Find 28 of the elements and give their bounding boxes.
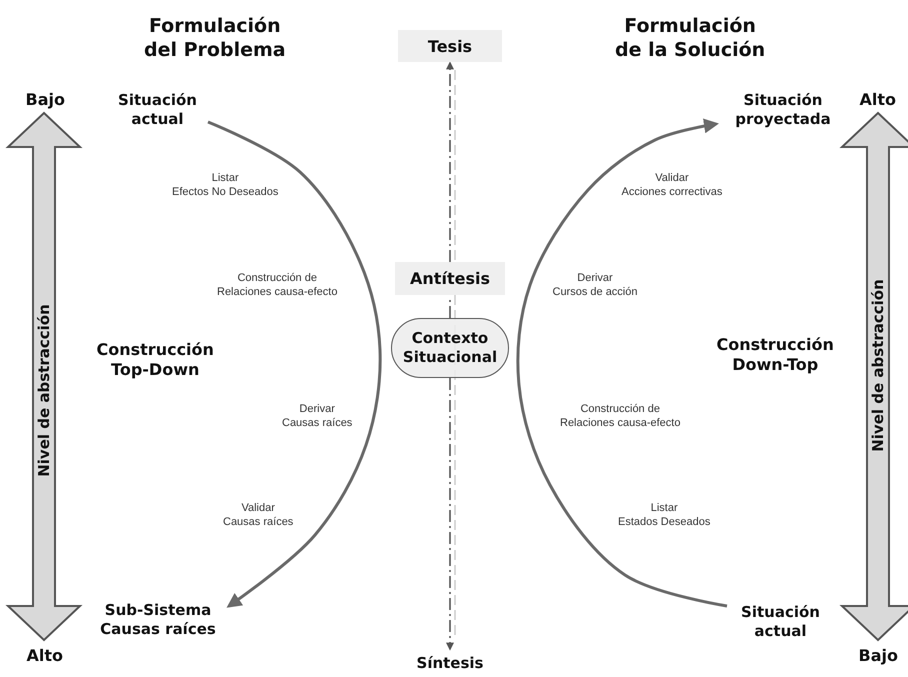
scale-label: Bajo: [858, 646, 898, 666]
scale-label: Alto: [860, 90, 896, 110]
step-label: Listar Estados Deseados: [618, 501, 710, 529]
step-label: Listar Efectos No Deseados: [172, 171, 278, 199]
section-heading: Formulación del Problema: [144, 14, 286, 62]
dash-dot-connector: [446, 378, 454, 651]
situation-label: Sub-Sistema Causas raíces: [88, 596, 228, 644]
phase-heading: Construcción Down-Top: [716, 335, 834, 375]
step-label: Validar Acciones correctivas: [622, 171, 722, 199]
stage-band: Tesis: [398, 30, 502, 62]
step-label: Derivar Cursos de acción: [552, 271, 638, 299]
context-pill: Contexto Situacional: [391, 318, 509, 378]
step-label: Construcción de Relaciones causa-efecto: [217, 271, 338, 299]
scale-label: Alto: [26, 646, 64, 666]
curved-arrow: [516, 118, 728, 608]
step-label: Construcción de Relaciones causa-efecto: [560, 402, 680, 430]
scale-label: Bajo: [26, 90, 65, 110]
situation-label: Síntesis: [398, 650, 502, 677]
situation-label: Situación actual: [728, 598, 833, 646]
stage-band: Antítesis: [395, 262, 505, 295]
step-label: Validar Causas raíces: [223, 501, 294, 529]
curved-arrow: [207, 120, 382, 608]
step-label: Derivar Causas raíces: [282, 402, 352, 430]
situation-label: Situación actual: [105, 88, 210, 132]
phase-heading: Construcción Top-Down: [96, 340, 214, 380]
dash-dot-connector: [446, 61, 454, 262]
section-heading: Formulación de la Solución: [615, 14, 766, 62]
situation-label: Situación proyectada: [718, 88, 848, 132]
